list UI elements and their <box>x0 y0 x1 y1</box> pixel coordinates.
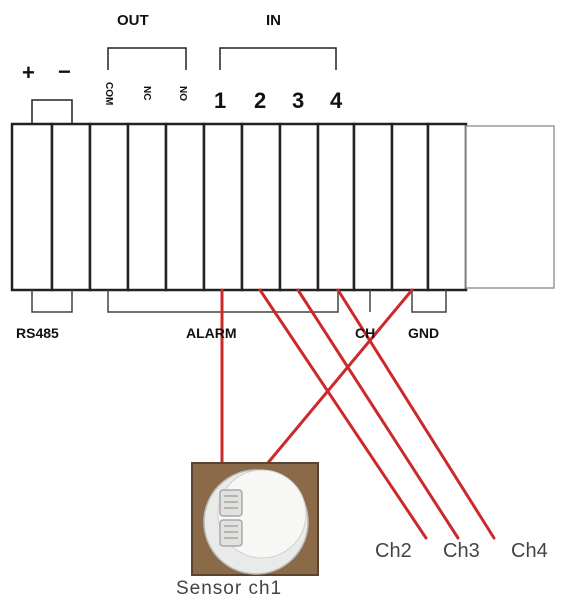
terminal-12 <box>426 122 468 292</box>
rs485-label: RS485 <box>16 325 59 341</box>
terminal-6 <box>202 122 244 292</box>
terminal-5 <box>164 122 206 292</box>
terminal-block <box>10 122 468 292</box>
wire-ch2 <box>258 288 428 540</box>
in2-label: 2 <box>254 88 267 113</box>
bottom-brackets <box>31 290 447 313</box>
top-brackets <box>31 47 337 124</box>
terminal-block-end <box>465 125 555 289</box>
terminal-11 <box>390 122 430 292</box>
terminal-3 <box>88 122 130 292</box>
terminal-9 <box>316 122 356 292</box>
in-label: IN <box>266 12 281 29</box>
ch4-label: Ch4 <box>511 540 548 562</box>
in1-label: 1 <box>214 88 227 113</box>
alarm-label: ALARM <box>186 325 237 341</box>
ch2-label: Ch2 <box>375 540 412 562</box>
wires <box>220 288 496 540</box>
rs485-bracket <box>31 290 73 313</box>
terminal-1 <box>10 122 54 292</box>
terminal-7 <box>240 122 282 292</box>
out-bracket <box>107 47 187 70</box>
wire-gnd <box>260 288 414 472</box>
in3-label: 3 <box>292 88 305 113</box>
in4-label: 4 <box>330 88 343 113</box>
com-label: COM <box>103 82 114 106</box>
terminal-4 <box>126 122 168 292</box>
minus-label: − <box>58 59 71 84</box>
sensor-device <box>191 462 319 576</box>
nc-label: NC <box>141 86 152 101</box>
wire-ch3 <box>296 288 460 540</box>
terminal-2 <box>50 122 92 292</box>
plus-label: + <box>22 60 35 85</box>
out-label: OUT <box>117 12 149 29</box>
terminal-10 <box>352 122 394 292</box>
in-bracket <box>219 47 337 70</box>
ch3-label: Ch3 <box>443 540 480 562</box>
no-label: NO <box>177 86 188 101</box>
terminal-8 <box>278 122 320 292</box>
gnd-bracket <box>411 290 447 313</box>
gnd-label: GND <box>408 325 440 341</box>
power-bracket <box>31 99 73 124</box>
sensor-label: Sensor ch1 <box>176 578 283 599</box>
wire-ch4 <box>336 288 496 540</box>
ch-label: CH <box>355 325 376 341</box>
